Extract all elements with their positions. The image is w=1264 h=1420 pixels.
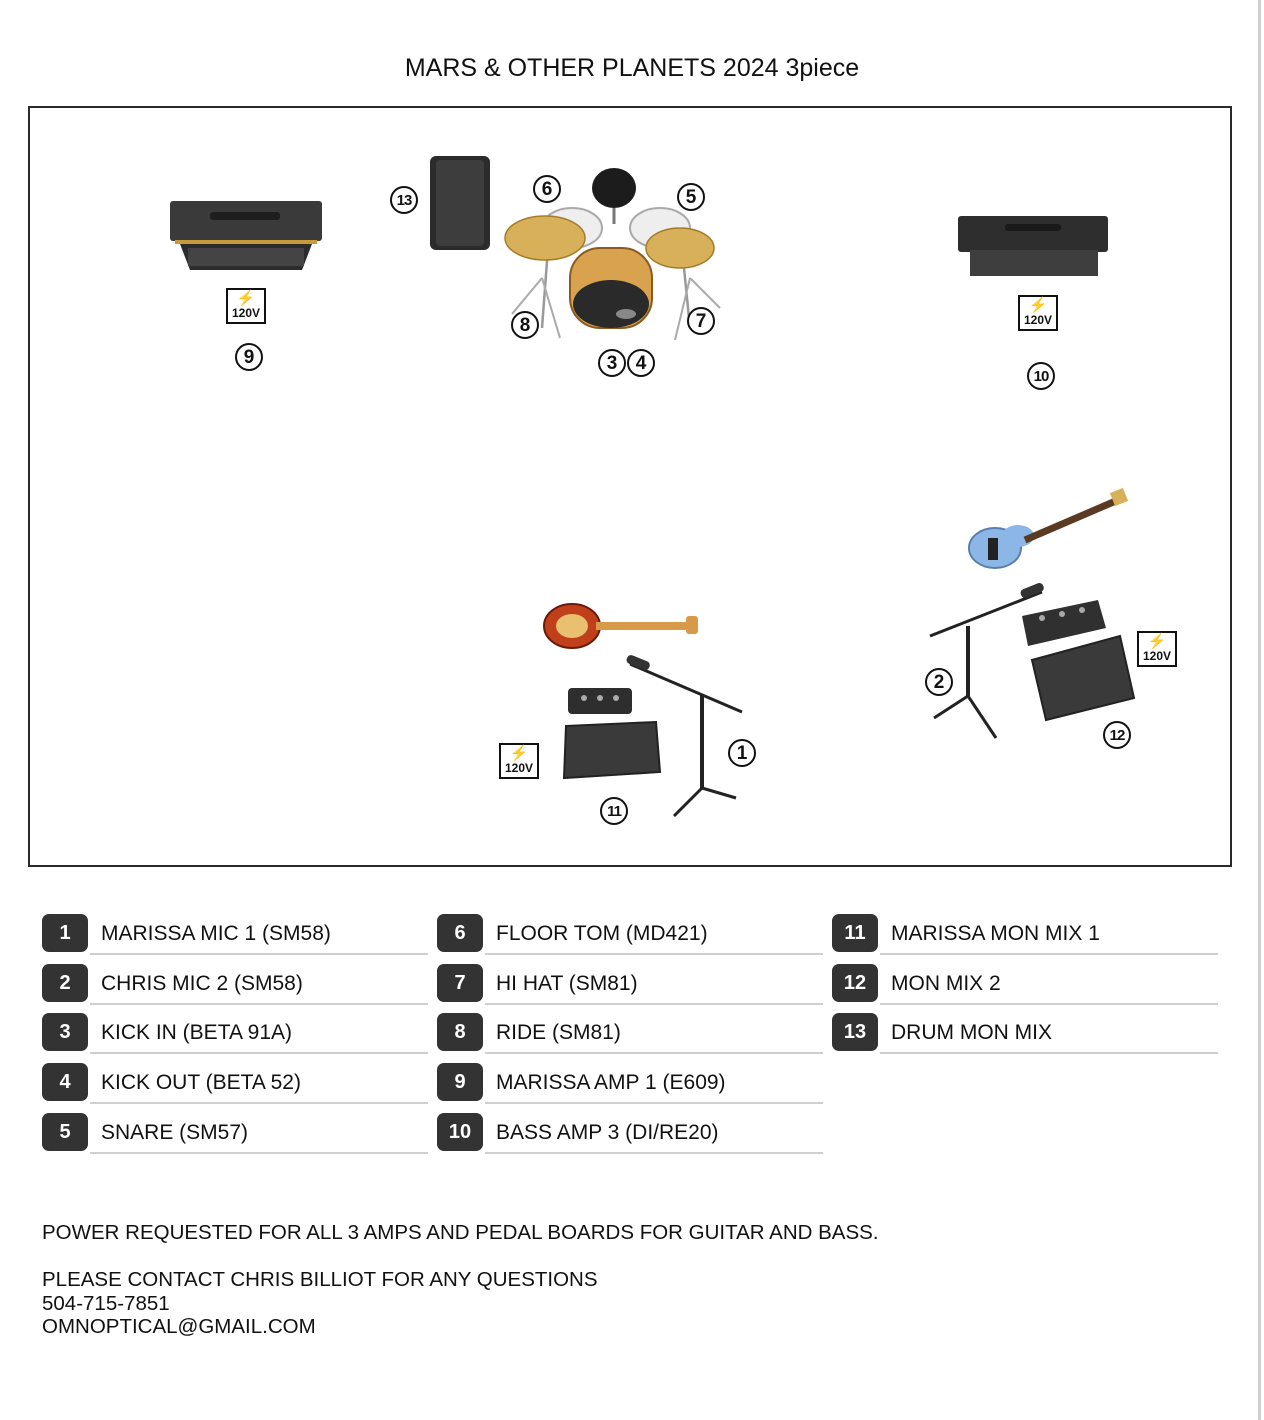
- bass-amp-icon: [958, 216, 1108, 276]
- legend-label: SNARE (SM57): [101, 1121, 249, 1144]
- marker-3: 3: [598, 349, 626, 377]
- drum-monitor-icon: [430, 156, 490, 250]
- marker-2: 2: [925, 668, 953, 696]
- legend-number: 6: [437, 914, 483, 952]
- legend-number: 9: [437, 1063, 483, 1101]
- legend-number: 2: [42, 964, 88, 1002]
- legend-number: 7: [437, 964, 483, 1002]
- legend-label: RIDE (SM81): [496, 1021, 621, 1044]
- legend-label: KICK IN (BETA 91A): [101, 1021, 292, 1044]
- drum-kit-icon: [504, 168, 721, 341]
- marker-12: 12: [1103, 721, 1131, 749]
- wedge-monitor-12-icon: [1030, 634, 1136, 722]
- legend-label: FLOOR TOM (MD421): [496, 922, 708, 945]
- legend-label: DRUM MON MIX: [891, 1021, 1052, 1044]
- legend-number: 10: [437, 1113, 483, 1151]
- page-edge: [1258, 0, 1261, 1420]
- marker-11: 11: [600, 797, 628, 825]
- marker-4: 4: [627, 349, 655, 377]
- power-outlet-icon: ⚡120V: [226, 288, 266, 324]
- marker-13: 13: [390, 186, 418, 214]
- marker-9: 9: [235, 343, 263, 371]
- legend-number: 4: [42, 1063, 88, 1101]
- wedge-monitor-11-icon: [562, 720, 662, 780]
- guitar-pedalboard-icon: [568, 688, 632, 714]
- bass-pedalboard-icon: [1022, 600, 1106, 646]
- legend-number: 11: [832, 914, 878, 952]
- legend-label: BASS AMP 3 (DI/RE20): [496, 1121, 719, 1144]
- contact-note: PLEASE CONTACT CHRIS BILLIOT FOR ANY QUE…: [42, 1268, 598, 1291]
- power-outlet-icon: ⚡120V: [1137, 631, 1177, 667]
- bass-guitar-icon: [968, 487, 1129, 569]
- contact-email: OMNOPTICAL@GMAIL.COM: [42, 1315, 316, 1338]
- contact-phone: 504-715-7851: [42, 1292, 170, 1315]
- legend-number: 8: [437, 1013, 483, 1051]
- legend-number: 5: [42, 1113, 88, 1151]
- legend-label: MARISSA AMP 1 (E609): [496, 1071, 726, 1094]
- stage-plot: 1 2 3 4 5 6 7 8 9 10 11 12 13 ⚡120V ⚡120…: [28, 106, 1232, 867]
- legend-label: MARISSA MON MIX 1: [891, 922, 1100, 945]
- marker-6: 6: [533, 175, 561, 203]
- legend-label: KICK OUT (BETA 52): [101, 1071, 301, 1094]
- marker-10: 10: [1027, 362, 1055, 390]
- power-note: POWER REQUESTED FOR ALL 3 AMPS AND PEDAL…: [42, 1221, 879, 1244]
- marker-1: 1: [728, 739, 756, 767]
- marker-7: 7: [687, 307, 715, 335]
- stage-drawing: [170, 156, 1136, 818]
- guitar-amp-icon: [170, 201, 322, 270]
- legend-number: 13: [832, 1013, 878, 1051]
- legend-number: 12: [832, 964, 878, 1002]
- legend-number: 1: [42, 914, 88, 952]
- mic-stand-2-icon: [929, 583, 1044, 739]
- marker-8: 8: [511, 311, 539, 339]
- legend-number: 3: [42, 1013, 88, 1051]
- electric-guitar-icon: [543, 603, 698, 649]
- page-title: MARS & OTHER PLANETS 2024 3piece: [404, 54, 860, 82]
- legend-label: MARISSA MIC 1 (SM58): [101, 922, 331, 945]
- legend-label: MON MIX 2: [891, 972, 1001, 995]
- marker-5: 5: [677, 183, 705, 211]
- power-outlet-icon: ⚡120V: [1018, 295, 1058, 331]
- mic-stand-1-icon: [626, 655, 743, 818]
- power-outlet-icon: ⚡120V: [499, 743, 539, 779]
- legend-label: CHRIS MIC 2 (SM58): [101, 972, 303, 995]
- legend-label: HI HAT (SM81): [496, 972, 638, 995]
